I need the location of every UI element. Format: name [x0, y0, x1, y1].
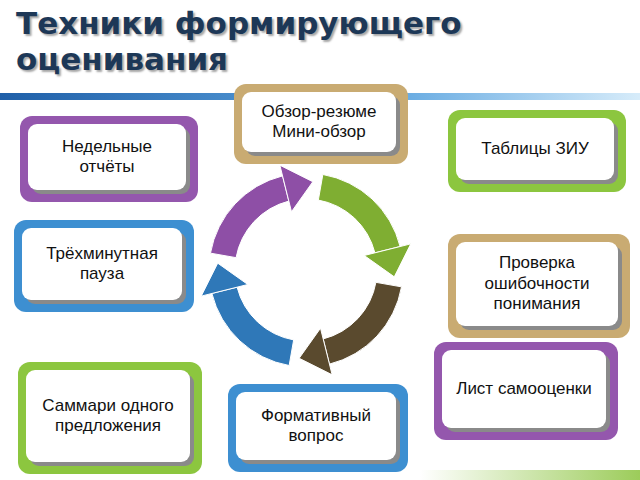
box-face: Саммари одного предложения	[26, 370, 190, 462]
technique-box: Недельные отчёты	[20, 116, 198, 202]
cycle-arrow-head	[364, 244, 411, 277]
technique-box: Саммари одного предложения	[18, 362, 202, 474]
box-face: Недельные отчёты	[28, 124, 186, 190]
box-face: Проверка ошибочности понимания	[456, 242, 618, 326]
technique-box: Формативный вопрос	[228, 384, 408, 472]
cycle-arrow-head	[280, 165, 313, 212]
cycle-arrow-body	[210, 176, 288, 258]
box-face: Трёхминутная пауза	[22, 228, 182, 300]
technique-box: Трёхминутная пауза	[14, 220, 194, 312]
technique-box: Таблицы ЗИУ	[448, 110, 626, 192]
cycle-arrow-body	[212, 287, 294, 365]
cycle-arrow-body	[318, 174, 400, 252]
technique-label: Проверка ошибочности понимания	[462, 253, 612, 314]
cycle-arrow-head	[299, 328, 332, 375]
technique-label: Недельные отчёты	[34, 137, 180, 178]
footer-band	[420, 470, 640, 480]
technique-box: Лист самооценки	[434, 342, 618, 440]
technique-label: Трёхминутная пауза	[28, 244, 176, 285]
technique-label: Таблицы ЗИУ	[481, 139, 588, 159]
box-face: Лист самооценки	[442, 350, 606, 428]
cycle-arrows	[201, 165, 411, 375]
box-face: Обзор-резюме Мини-обзор	[242, 92, 396, 152]
cycle-arrow-head	[201, 263, 248, 296]
technique-label: Лист самооценки	[456, 379, 592, 399]
box-face: Формативный вопрос	[236, 392, 396, 460]
technique-label: Обзор-резюме Мини-обзор	[248, 102, 390, 143]
slide-title: Техники формирующего оценивания	[16, 6, 536, 77]
box-face: Таблицы ЗИУ	[456, 118, 614, 180]
technique-label: Саммари одного предложения	[32, 396, 184, 437]
technique-box: Проверка ошибочности понимания	[448, 234, 630, 338]
technique-label: Формативный вопрос	[242, 406, 390, 447]
cycle-arrow-body	[323, 282, 401, 364]
technique-box: Обзор-резюме Мини-обзор	[234, 84, 408, 164]
